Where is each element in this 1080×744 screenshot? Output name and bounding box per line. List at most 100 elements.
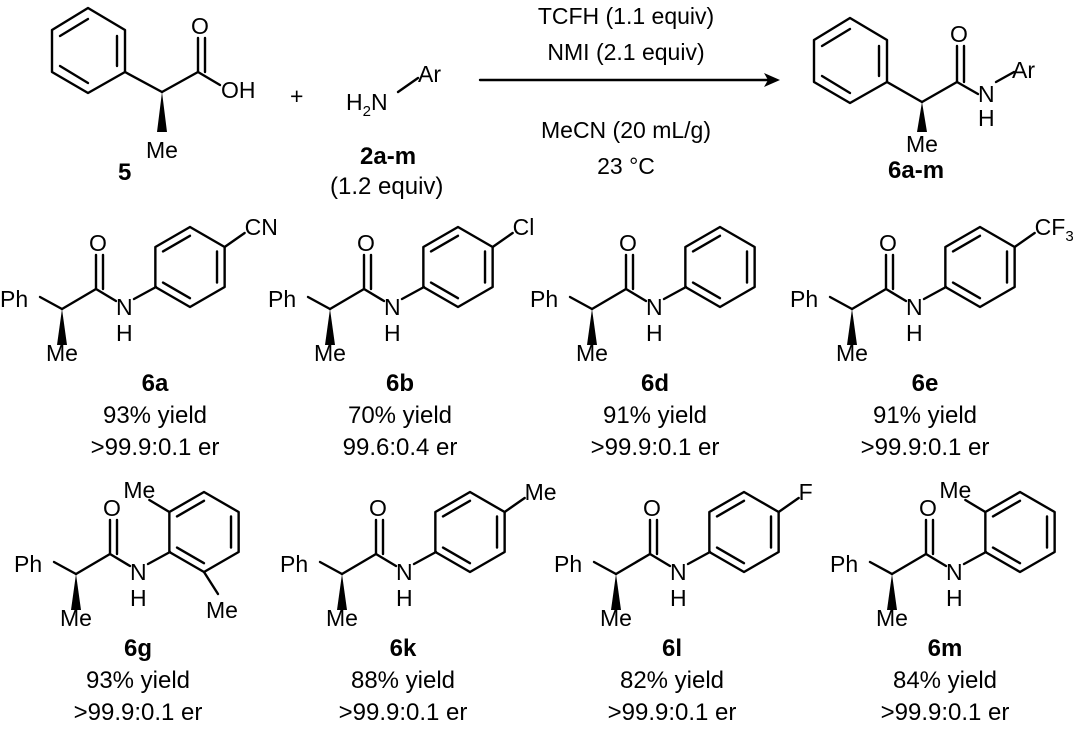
bond [686,550,712,566]
bond [491,231,514,249]
aromatic-bond [441,546,472,565]
bond [1013,231,1036,249]
para-substituent-label: CF3 [1035,214,1074,245]
bond [328,287,366,311]
aromatic-bond [691,281,722,300]
product-compound-id: 6a-m [888,157,944,184]
bond [962,550,988,566]
bond [146,550,172,566]
bond [60,287,98,311]
carbonyl-o-label: O [369,495,387,521]
er-value: 99.6:0.4 er [343,434,458,461]
bond [38,295,64,311]
acid-o: O [191,13,209,39]
ortho-methyl-label: Me [123,477,155,503]
bond [850,287,888,311]
bond [148,498,171,514]
yield-value: 93% yield [103,402,207,429]
yield-value: 93% yield [86,667,190,694]
bond [318,560,344,576]
carbonyl-o-label: O [619,230,637,256]
amide-n-label: N [130,559,147,585]
aryl-ring [984,490,1056,574]
bond [202,570,220,596]
methyl-label: Me [60,605,92,631]
condition-solvent: MeCN (20 mL/g) [541,117,711,143]
para-substituent-label: F [799,479,813,505]
bond [412,550,438,566]
aryl-ring [434,490,506,574]
aryl-ring [154,225,226,309]
bond [662,285,688,301]
acid-me: Me [146,137,178,163]
reaction-arrow [478,73,780,87]
amine-h2n: H2N [346,89,388,120]
aromatic-bond [161,234,192,253]
amide-n-label: N [670,559,687,585]
aromatic-bond [175,499,206,518]
bond [624,287,648,303]
aromatic-bond [991,499,1022,518]
acid-oh: OH [221,77,256,103]
amine-compound-id: 2a-m [360,143,416,170]
para-substituent-label: Me [525,479,557,505]
compound-id: 6d [641,370,669,397]
product-h: H [978,105,995,131]
aromatic-bond [175,546,206,565]
bond [568,295,594,311]
bond [340,552,378,576]
wedge-bond [887,574,897,610]
aromatic-bond [715,499,746,518]
compound-id: 6a [142,370,169,397]
wedge-bond [587,309,597,345]
er-value: >99.9:0.1 er [591,434,720,461]
acid-compound-id: 5 [118,159,131,186]
er-value: >99.9:0.1 er [74,699,203,726]
bond [400,285,426,301]
bond [884,287,908,303]
wedge-bond [325,309,335,345]
bond [132,285,158,301]
aryl-ring [944,225,1016,309]
yield-value: 91% yield [873,402,977,429]
phenyl-label: Ph [554,551,582,577]
condition-tcfh: TCFH (1.1 equiv) [538,3,714,29]
bond [777,496,800,514]
bond [964,498,987,514]
methyl-label: Me [314,340,346,366]
bond [306,295,332,311]
aromatic-bond [441,499,472,518]
product-me: Me [906,131,938,157]
amide-n-label: N [384,294,401,320]
bond [924,552,948,568]
wedge-bond [847,309,857,345]
amide-h-label: H [130,585,147,611]
phenyl-label: Ph [14,551,42,577]
ortho-methyl-2-label: Me [206,597,238,623]
aryl-ring [684,225,756,309]
wedge-bond [57,309,67,345]
phenyl-label: Ph [530,286,558,312]
bond [503,496,526,514]
bond [922,285,948,301]
phenyl-label: Ph [280,551,308,577]
product-structure: O N H Ar Me [812,16,1035,157]
bond [592,560,618,576]
compound-id: 6k [390,635,417,662]
aromatic-bond [991,546,1022,565]
plus-sign: + [290,83,303,109]
wedge-bond [611,574,621,610]
yield-value: 91% yield [603,402,707,429]
carbonyl-o-label: O [103,495,121,521]
condition-temperature: 23 °C [597,153,655,179]
er-value: >99.9:0.1 er [608,699,737,726]
bond [648,552,672,568]
aromatic-bond [691,234,722,253]
compound-id: 6e [912,370,939,397]
amide-h-label: H [946,585,963,611]
methyl-label: Me [576,340,608,366]
